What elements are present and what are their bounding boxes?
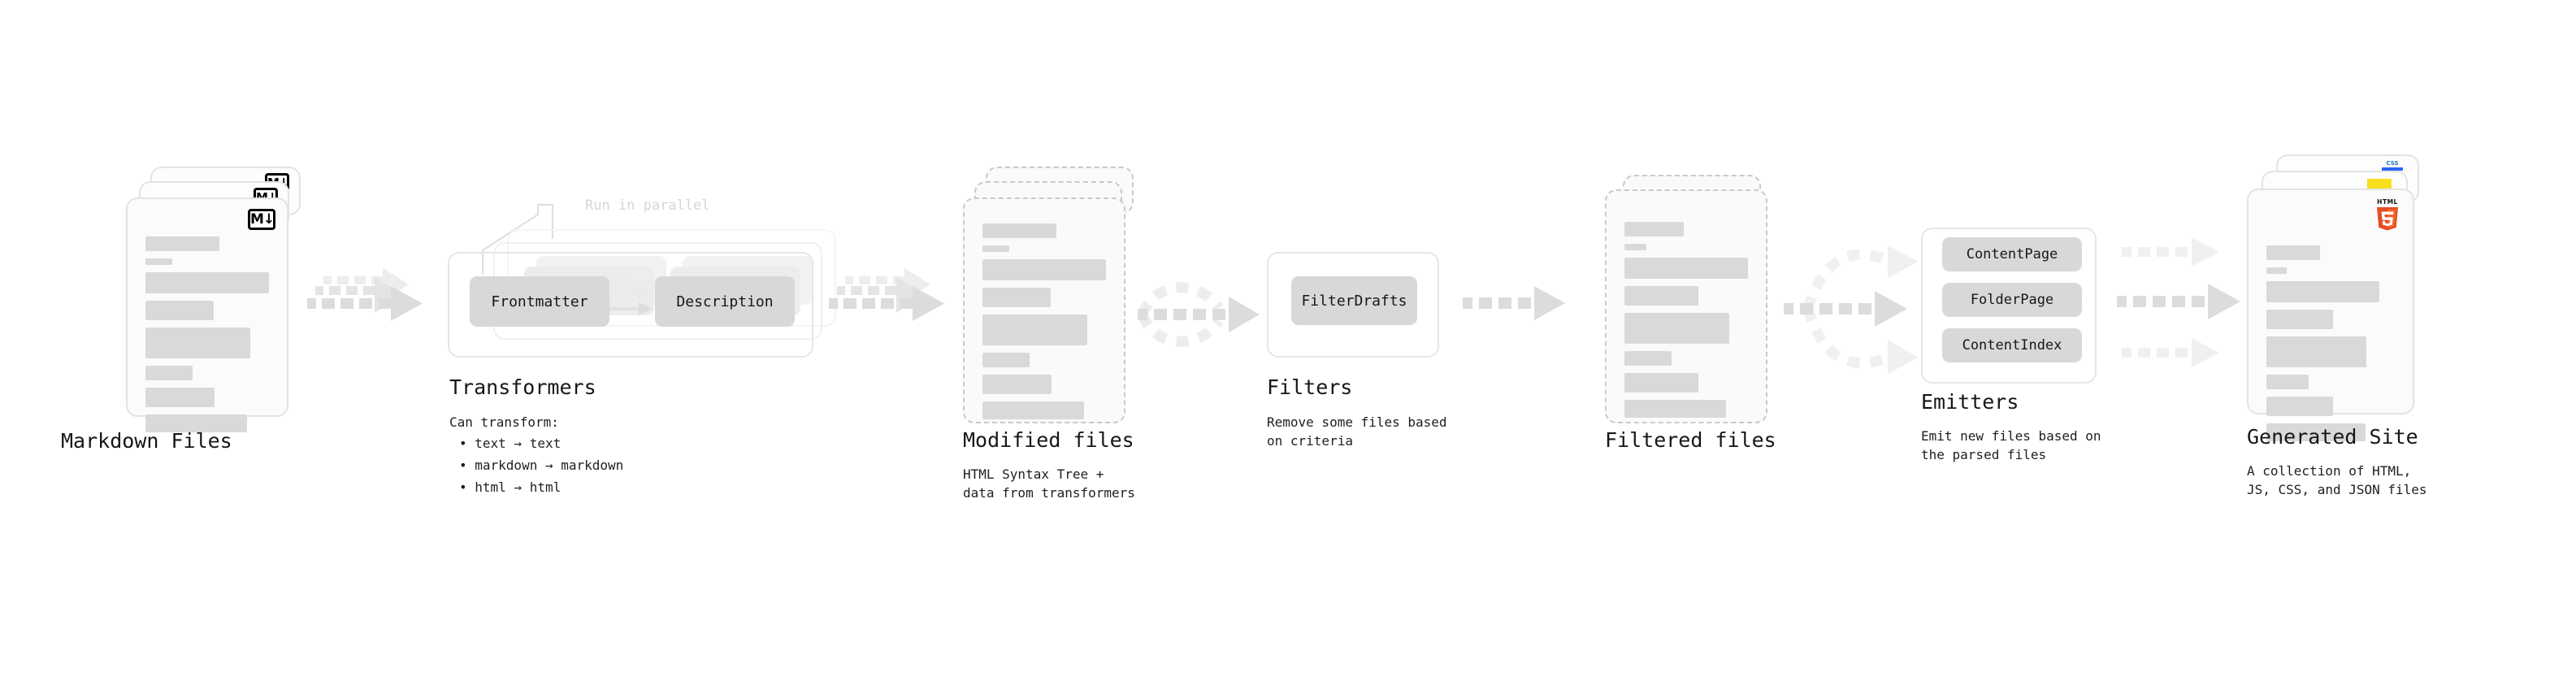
filtered-files-title: Filtered files (1605, 428, 1776, 452)
skeleton-bar (2266, 245, 2321, 260)
html5-badge: HTML (2374, 197, 2401, 231)
arrow-filtered-to-emitters (1784, 245, 1919, 374)
run-in-parallel-bracket (481, 203, 554, 275)
skeleton-bar (2266, 397, 2334, 416)
arrow-emitters-to-site (2117, 237, 2240, 367)
filtered-doc-front (1605, 189, 1767, 423)
pill-folderpage[interactable]: FolderPage (1942, 283, 2082, 317)
markdown-doc-front: M↓ (126, 197, 288, 432)
skeleton-bar (982, 259, 1106, 280)
filtered-files-stack (1605, 175, 1780, 427)
doc-skeleton-bars (982, 223, 1106, 427)
skeleton-bar (2266, 281, 2380, 302)
skeleton-bar (2266, 310, 2334, 329)
skeleton-bar (1624, 313, 1730, 344)
skeleton-bar (982, 375, 1052, 394)
skeleton-bar (1624, 244, 1647, 250)
skeleton-bar (1624, 258, 1748, 279)
skeleton-bar (982, 223, 1057, 238)
skeleton-bar (1624, 373, 1699, 393)
pill-frontmatter[interactable]: Frontmatter (470, 276, 609, 327)
pill-contentpage[interactable]: ContentPage (1942, 237, 2082, 271)
skeleton-bar (145, 327, 251, 358)
skeleton-bar (982, 314, 1088, 345)
doc-skeleton-bars (1624, 222, 1748, 425)
skeleton-bar (1624, 286, 1699, 306)
generated-site-group: CSS HTML (2247, 154, 2430, 441)
markdown-badge: M↓ (248, 209, 275, 230)
skeleton-bar (2266, 267, 2288, 274)
skeleton-bar (145, 301, 214, 320)
emitters-title: Emitters (1921, 390, 2019, 414)
generated-site-caption: A collection of HTML, JS, CSS, and JSON … (2247, 463, 2427, 497)
transformers-caption: Can transform: (449, 414, 559, 430)
filters-title: Filters (1267, 375, 1353, 399)
skeleton-bar (145, 366, 193, 380)
modified-doc-front (963, 197, 1125, 423)
pill-description[interactable]: Description (655, 276, 795, 327)
generated-site-title: Generated Site (2247, 425, 2418, 449)
arrow-filters-to-filtered (1463, 286, 1565, 320)
filters-caption: Remove some files based on criteria (1267, 414, 1447, 449)
run-in-parallel-note: Run in parallel (585, 197, 710, 214)
skeleton-bar (2266, 336, 2367, 367)
modified-files-stack (963, 167, 1138, 427)
skeleton-bar (145, 272, 269, 293)
arrow-modified-to-filters (1137, 282, 1260, 347)
doc-skeleton-bars (2266, 245, 2395, 449)
transformers-box[interactable] (448, 252, 813, 358)
svg-text:HTML: HTML (2377, 198, 2398, 206)
skeleton-bar (2266, 375, 2309, 389)
generated-site-stack: CSS HTML (2247, 154, 2430, 441)
arrow-markdown-to-transformers (307, 268, 423, 321)
skeleton-bar (1624, 400, 1726, 418)
markdown-files-stack: M↓ M↓ M↓ (126, 167, 301, 432)
filtered-files-group (1605, 175, 1780, 427)
skeleton-bar (145, 388, 215, 407)
markdown-files-title: Markdown Files (61, 429, 232, 453)
skeleton-bar (982, 401, 1084, 419)
emitters-caption: Emit new files based on the parsed files (1921, 428, 2101, 462)
skeleton-bar (1624, 222, 1684, 236)
skeleton-bar (982, 245, 1010, 252)
arrow-transformers-to-modified (829, 268, 944, 321)
modified-files-group (963, 167, 1138, 427)
skeleton-bar (145, 258, 173, 265)
transformer-inner-arrows (605, 271, 653, 316)
markdown-files-group: M↓ M↓ M↓ (126, 167, 301, 432)
skeleton-bar (1624, 351, 1672, 366)
pill-contentindex[interactable]: ContentIndex (1942, 328, 2082, 362)
skeleton-bar (2266, 423, 2366, 441)
pill-filterdrafts[interactable]: FilterDrafts (1291, 276, 1417, 325)
skeleton-bar (145, 414, 247, 432)
transformers-bullet-html: • html → html (459, 479, 562, 495)
transformers-bullet-text: • text → text (459, 436, 562, 451)
doc-skeleton-bars (145, 236, 269, 440)
html5-icon: HTML (2377, 198, 2398, 231)
transformers-title: Transformers (449, 375, 596, 399)
css-badge: CSS (2382, 160, 2403, 171)
skeleton-bar (982, 353, 1030, 367)
modified-files-caption: HTML Syntax Tree + data from transformer… (963, 466, 1135, 501)
modified-files-title: Modified files (963, 428, 1134, 452)
transformers-bullet-markdown: • markdown → markdown (459, 458, 624, 473)
site-doc-html: HTML (2247, 189, 2414, 441)
skeleton-bar (982, 288, 1051, 307)
skeleton-bar (145, 236, 220, 251)
